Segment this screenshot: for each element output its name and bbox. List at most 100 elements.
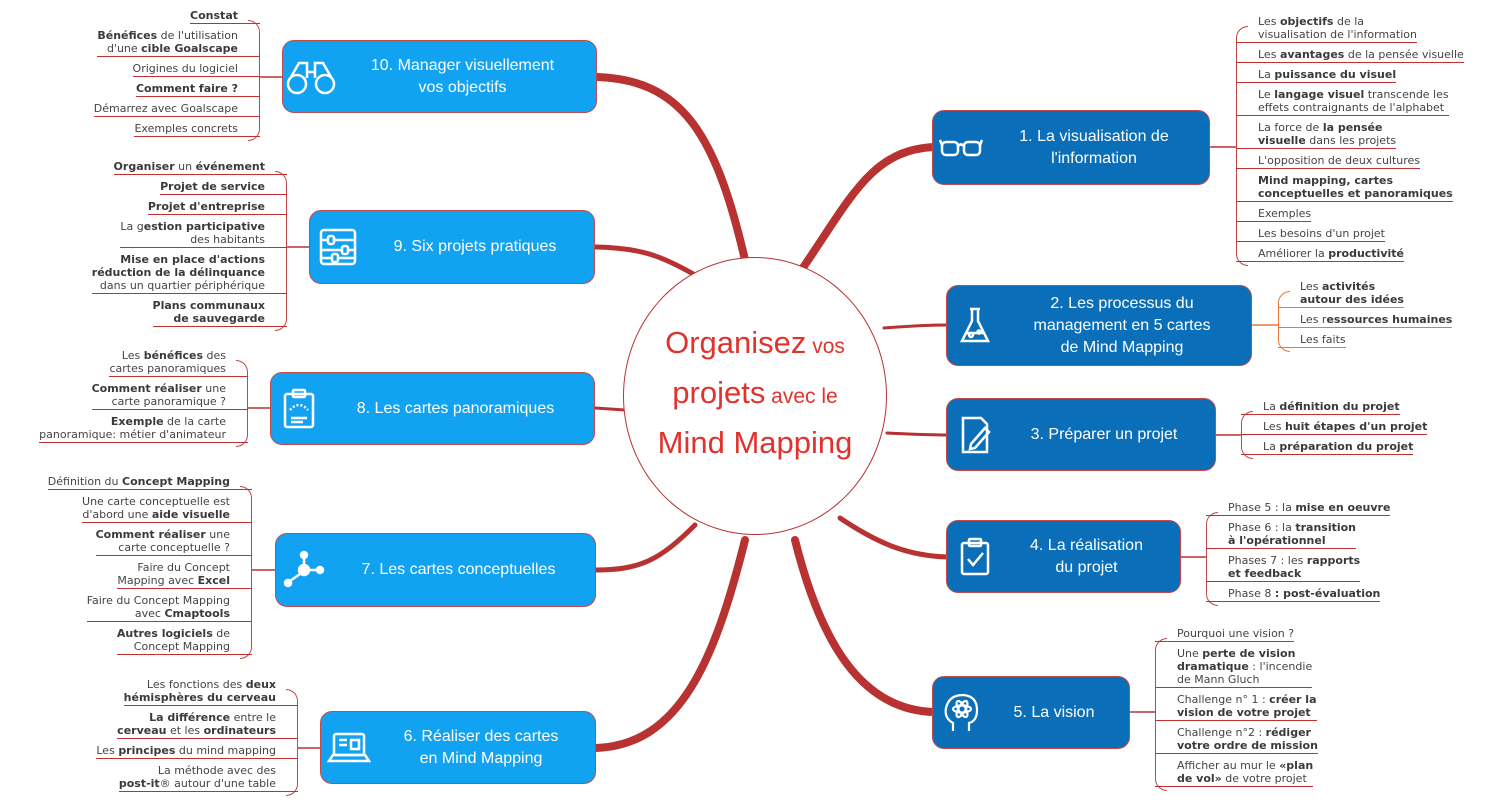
subtopic-text: du mind mapping xyxy=(175,744,276,757)
subtopic-text: une carte conceptuelle ? xyxy=(118,528,230,554)
document-pen-icon xyxy=(947,414,1003,456)
subtopic[interactable]: Les principes du mind mapping xyxy=(96,744,298,759)
branch-topic-b4[interactable]: 4. La réalisation du projet xyxy=(946,520,1181,593)
subtopic[interactable]: Plans communaux de sauvegarde xyxy=(152,299,287,327)
subtopic[interactable]: Les avantages de la pensée visuelle xyxy=(1236,48,1464,63)
subtopic[interactable]: La puissance du visuel xyxy=(1236,68,1397,83)
subtopic[interactable]: Exemples concrets xyxy=(134,122,260,137)
subtopic-text: Les xyxy=(1258,15,1280,28)
subtopic-text: Les r xyxy=(1300,313,1327,326)
subtopic[interactable]: Exemples xyxy=(1236,207,1312,222)
subtopic[interactable]: Comment réaliser une carte conceptuelle … xyxy=(95,528,252,556)
central-title: Organisez vos projets avec le Mind Mappi… xyxy=(658,321,853,471)
subtopic[interactable]: Améliorer la productivité xyxy=(1236,247,1404,262)
subtopic[interactable]: Pourquoi une vision ? xyxy=(1155,627,1295,642)
subtopic[interactable]: Les fonctions des deux hémisphères du ce… xyxy=(123,678,298,706)
branch-topic-b8[interactable]: 8. Les cartes panoramiques xyxy=(270,372,595,445)
subtopic[interactable]: La force de la pensée visuelle dans les … xyxy=(1236,121,1397,149)
subtopic-text: La méthode avec des xyxy=(157,764,276,777)
subtopic[interactable]: Projet d'entreprise xyxy=(147,200,287,215)
binoculars-icon xyxy=(283,58,339,96)
subtopic[interactable]: Projet de service xyxy=(160,180,287,195)
subtopic[interactable]: Démarrez avec Goalscape xyxy=(93,102,260,117)
subtopic[interactable]: Exemple de la carte panoramique: métier … xyxy=(39,415,248,443)
subtopic[interactable]: Mind mapping, cartes conceptuelles et pa… xyxy=(1236,174,1453,202)
subtopic[interactable]: Origines du logiciel xyxy=(132,62,260,77)
subtopic[interactable]: Phases 7 : les rapports et feedback xyxy=(1206,554,1361,582)
subtopic-text: Challenge n° 1 : xyxy=(1177,693,1270,706)
subtopic[interactable]: Les ressources humaines xyxy=(1278,313,1453,328)
subtopic-text: Les xyxy=(96,744,119,757)
branch-topic-b10[interactable]: 10. Manager visuellement vos objectifs xyxy=(282,40,597,113)
subtopic-bold-text: Comment réaliser xyxy=(91,382,202,395)
subtopic-bold-text: événement xyxy=(195,160,265,173)
subtopic-bold-text: bénéfices xyxy=(143,349,204,362)
subtopic[interactable]: Organiser un événement xyxy=(113,160,287,175)
branch-label: 4. La réalisation du projet xyxy=(1030,536,1143,576)
branch-topic-b6[interactable]: 6. Réaliser des cartes en Mind Mapping xyxy=(320,711,596,784)
subtopic-bold-text: Organiser xyxy=(113,160,175,173)
branch-topic-b3[interactable]: 3. Préparer un projet xyxy=(946,398,1216,471)
subtopic-text: Les xyxy=(1258,48,1280,61)
subtopic-bold-text: mise en oeuvre xyxy=(1295,501,1391,514)
connector-b3 xyxy=(885,431,950,437)
branch-topic-b1[interactable]: 1. La visualisation de l'information xyxy=(932,110,1210,185)
subtopic[interactable]: Les besoins d'un projet xyxy=(1236,227,1385,242)
subtopic[interactable]: Bénéfices de l'utilisation d'une cible G… xyxy=(97,29,260,57)
subtopic[interactable]: Faire du Concept Mapping avec Excel xyxy=(117,561,252,589)
subtopic[interactable]: La méthode avec des post-it® autour d'un… xyxy=(118,764,298,792)
subtopic[interactable]: Afficher au mur le «plan de vol» de votr… xyxy=(1155,759,1314,787)
subtopic[interactable]: Comment réaliser une carte panoramique ? xyxy=(91,382,248,410)
subtopic[interactable]: Autres logiciels de Concept Mapping xyxy=(116,627,252,655)
subtopic[interactable]: La gestion participative des habitants xyxy=(120,220,287,248)
subtopic[interactable]: La différence entre le cerveau et les or… xyxy=(117,711,298,739)
subtopic[interactable]: Phase 8 : post-évaluation xyxy=(1206,587,1381,602)
connector-b9 xyxy=(593,244,698,278)
subtopic-bold-text: transition à l'opérationnel xyxy=(1228,521,1357,547)
subtopic-bold-text: cerveau xyxy=(117,724,167,737)
subtopic[interactable]: Mise en place d'actions réduction de la … xyxy=(91,253,287,294)
subtopic-bold-text: huit étapes d'un projet xyxy=(1284,420,1428,433)
subtopic-text: de la carte panoramique: métier d'animat… xyxy=(39,415,226,441)
subtopic[interactable]: Les bénéfices des cartes panoramiques xyxy=(109,349,248,377)
subtopic[interactable]: Phase 5 : la mise en oeuvre xyxy=(1206,501,1391,516)
connector-b8 xyxy=(593,406,627,412)
subtopic[interactable]: Une perte de vision dramatique : l'incen… xyxy=(1155,647,1313,688)
subtopic-text: des habitants xyxy=(190,233,265,246)
subtopic-text: Les besoins d'un projet xyxy=(1258,227,1385,240)
subtopic[interactable]: La préparation du projet xyxy=(1241,440,1414,455)
subtopic-bold-text: Bénéfices xyxy=(97,29,158,42)
subtopic-bold-text: la pensée visuelle xyxy=(1258,121,1383,147)
subtopic-text: Les faits xyxy=(1300,333,1346,346)
subtopic[interactable]: Constat xyxy=(190,9,260,24)
subtopic-bold-text: productivité xyxy=(1328,247,1404,260)
subtopic[interactable]: Les faits xyxy=(1278,333,1346,348)
subtopic[interactable]: Les activités autour des idées xyxy=(1278,280,1404,308)
subtopic[interactable]: Définition du Concept Mapping xyxy=(47,475,252,490)
title-segment: avec le xyxy=(765,385,838,408)
subtopic[interactable]: Les huit étapes d'un projet xyxy=(1241,420,1428,435)
subtopic-text: Une xyxy=(1177,647,1203,660)
subtopic[interactable]: La définition du projet xyxy=(1241,400,1400,415)
subtopic-text: Pourquoi une vision ? xyxy=(1177,627,1295,640)
branch-topic-b7[interactable]: 7. Les cartes conceptuelles xyxy=(275,533,596,607)
subtopic-bold-text: principes xyxy=(118,744,176,757)
subtopic[interactable]: Comment faire ? xyxy=(135,82,260,97)
branch-topic-b2[interactable]: 2. Les processus du management en 5 cart… xyxy=(946,285,1252,366)
subtopic[interactable]: Le langage visuel transcende les effets … xyxy=(1236,88,1449,116)
subtopic[interactable]: Les objectifs de la visualisation de l'i… xyxy=(1236,15,1417,43)
subtopic-text: Définition du xyxy=(47,475,122,488)
subtopic-text: Faire du Concept Mapping avec xyxy=(117,561,230,587)
subtopic-bold-text: rapports et feedback xyxy=(1228,554,1361,580)
branch-topic-b9[interactable]: 9. Six projets pratiques xyxy=(309,210,595,284)
subtopic[interactable]: Faire du Concept Mapping avec Cmaptools xyxy=(86,594,252,622)
subtopic-bold-text: La différence xyxy=(149,711,231,724)
subtopic[interactable]: Challenge n°2 : rédiger votre ordre de m… xyxy=(1155,726,1318,754)
subtopic[interactable]: Phase 6 : la transition à l'opérationnel xyxy=(1206,521,1357,549)
subtopic[interactable]: Une carte conceptuelle est d'abord une a… xyxy=(82,495,252,523)
branch-topic-b5[interactable]: 5. La vision xyxy=(932,676,1130,749)
central-topic[interactable]: Organisez vos projets avec le Mind Mappi… xyxy=(623,257,887,535)
subtopic[interactable]: Challenge n° 1 : créer la vision de votr… xyxy=(1155,693,1317,721)
subtopic[interactable]: L'opposition de deux cultures xyxy=(1236,154,1421,169)
